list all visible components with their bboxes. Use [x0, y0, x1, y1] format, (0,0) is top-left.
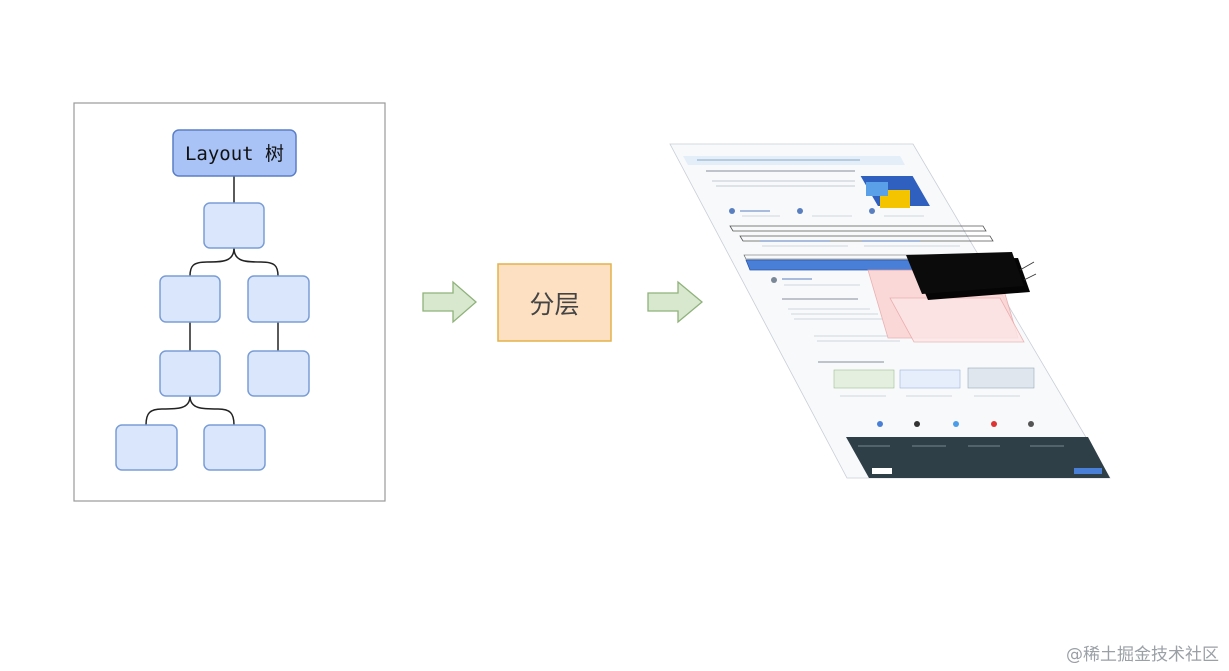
layering-process-box: 分层	[497, 263, 612, 342]
tree-node	[159, 350, 221, 397]
arrow-right-icon	[647, 280, 704, 324]
layout-tree-panel: Layout 树	[73, 102, 386, 502]
tree-node	[203, 424, 266, 471]
arrow-right-icon	[422, 280, 477, 324]
tree-node	[159, 275, 221, 323]
tree-node	[247, 275, 310, 323]
tree-node	[247, 350, 310, 397]
tree-connectors	[145, 176, 279, 426]
tree-root-node: Layout 树	[172, 129, 297, 177]
watermark-text: @稀土掘金技术社区	[1066, 645, 1219, 665]
tree-node	[203, 202, 265, 249]
tree-nodes	[115, 202, 310, 471]
process-label: 分层	[529, 290, 579, 319]
layered-page-illustration	[669, 143, 1111, 479]
tree-root-label: Layout 树	[185, 143, 284, 165]
tree-node	[115, 424, 178, 471]
